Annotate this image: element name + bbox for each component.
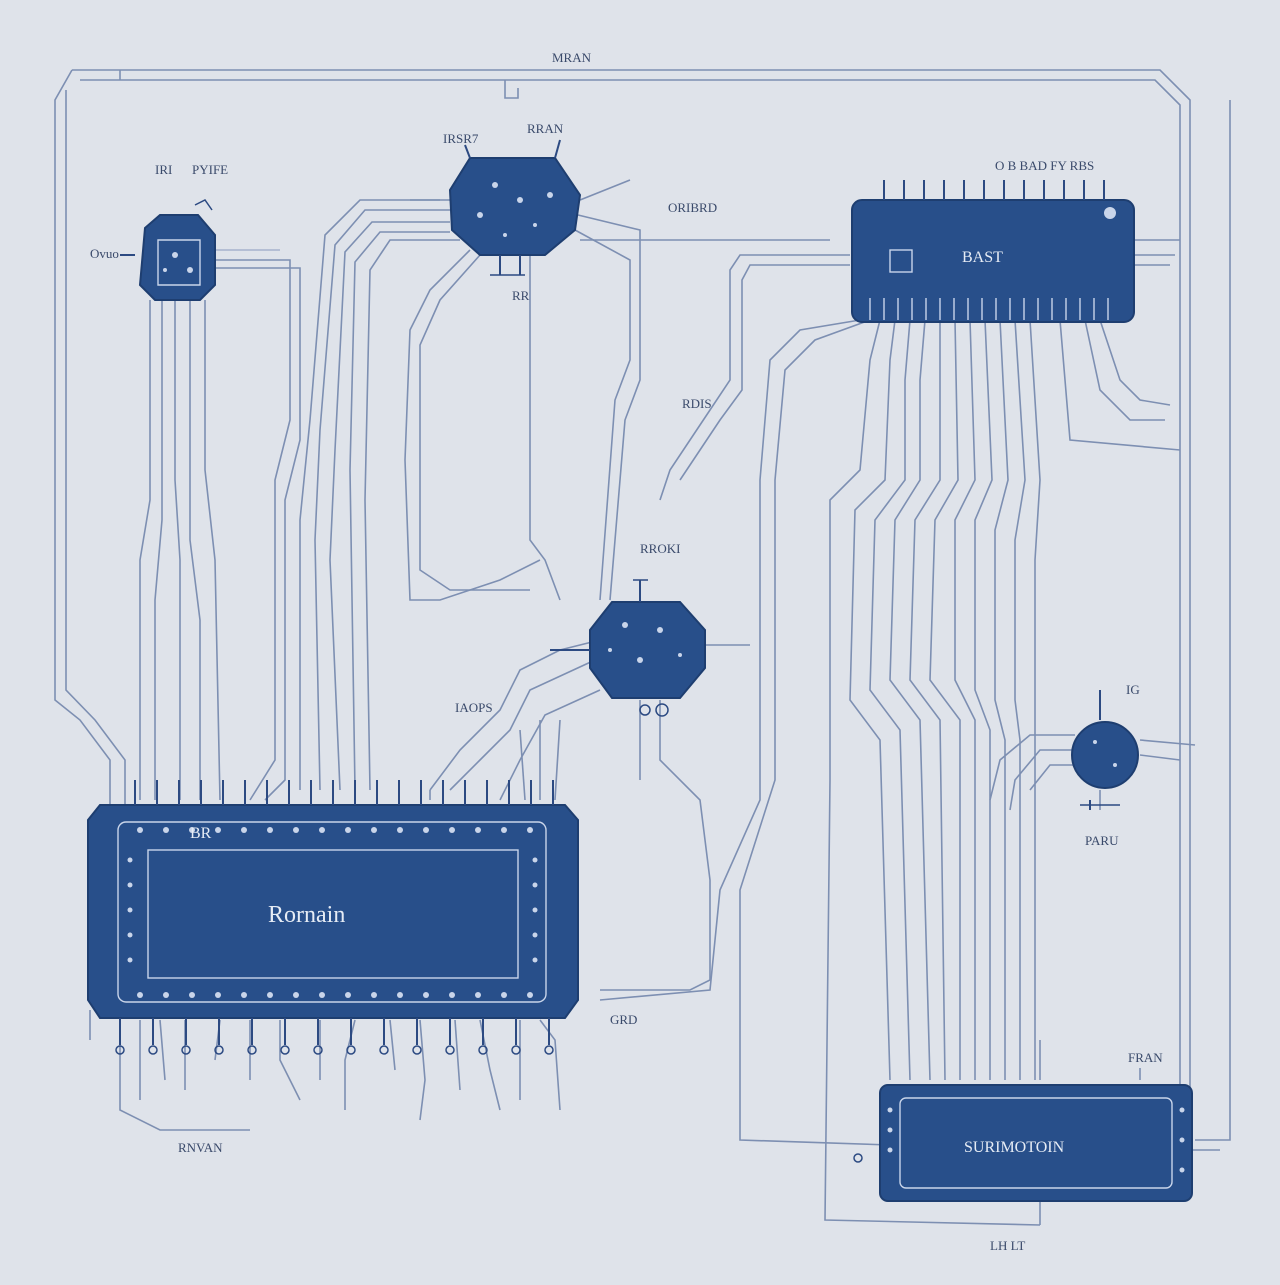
mid-node-wires	[429, 639, 750, 991]
chip-dot	[181, 1045, 191, 1055]
chip-dot	[544, 1045, 554, 1055]
chip-tr-text: BAST	[962, 249, 1003, 266]
chip-dot	[293, 992, 299, 998]
chip-dot	[115, 1045, 125, 1055]
chip-dot	[215, 992, 221, 998]
chip-dot	[423, 992, 429, 998]
chip-dot	[214, 1045, 224, 1055]
chip-dot	[423, 827, 429, 833]
label-bottom-chip: FRAN	[1128, 1050, 1163, 1065]
chip-dot	[371, 827, 377, 833]
chip-dot	[319, 827, 325, 833]
chip-dot	[241, 992, 247, 998]
bottom-chip	[853, 1084, 1193, 1202]
chip-dot	[379, 1045, 389, 1055]
chip-top-right	[851, 180, 1135, 323]
mid-node	[550, 579, 706, 717]
chip-dot	[163, 992, 169, 998]
chip-dot	[215, 827, 221, 833]
label-node-b-left: IRSR7	[443, 131, 479, 146]
chip-dot	[527, 992, 533, 998]
label-node-a-left: IRI	[155, 162, 172, 177]
main-chip-pin-text: BR	[190, 825, 212, 842]
label-left-note: IAOPS	[455, 700, 493, 715]
chip-dot	[189, 992, 195, 998]
node-b	[448, 139, 582, 276]
chip-dot	[501, 992, 507, 998]
chip-dot	[532, 932, 538, 938]
label-node-b-bottom: RR	[512, 288, 530, 303]
main-chip-bottom-wires	[89, 1010, 561, 1131]
label-mid-node: RROKI	[640, 541, 680, 556]
chip-dot	[267, 827, 273, 833]
chip-dot	[280, 1045, 290, 1055]
chip-dot	[527, 827, 533, 833]
main-chip	[87, 780, 579, 1055]
chip-dot	[127, 957, 133, 963]
chip-dot	[137, 827, 143, 833]
chip-dot	[532, 907, 538, 913]
label-node-a-right: PYIFE	[192, 162, 228, 177]
bottom-chip-wires	[1039, 100, 1231, 1225]
chip-dot	[189, 827, 195, 833]
chip-dot	[137, 992, 143, 998]
chip-dot	[345, 992, 351, 998]
chip-dot	[371, 992, 377, 998]
chip-dot	[532, 882, 538, 888]
chip-dot	[127, 907, 133, 913]
chip-dot	[163, 827, 169, 833]
chip-dot	[127, 932, 133, 938]
label-chip-tr-pins: O B BAD FY RBS	[995, 158, 1094, 173]
chip-dot	[412, 1045, 422, 1055]
chip-dot	[241, 827, 247, 833]
label-right-node-bottom: PARU	[1085, 833, 1119, 848]
bottom-chip-text: SURIMOTOIN	[964, 1139, 1065, 1156]
chip-dot	[313, 1045, 323, 1055]
chip-dot	[148, 1045, 158, 1055]
chip-dot	[345, 827, 351, 833]
chip-dot	[445, 1045, 455, 1055]
chip-dot	[346, 1045, 356, 1055]
chip-dot	[319, 992, 325, 998]
chip-dot	[478, 1045, 488, 1055]
node-a	[120, 199, 216, 301]
label-grnd: GRD	[610, 1012, 637, 1027]
chip-dot	[127, 882, 133, 888]
chip-dot	[449, 827, 455, 833]
chip-dot	[532, 857, 538, 863]
main-chip-text: Rornain	[268, 902, 345, 928]
label-bottom-left: RNVAN	[178, 1140, 223, 1155]
chip-dot	[127, 857, 133, 863]
label-node-b-side: ORIBRD	[668, 200, 717, 215]
label-node-b-right: RRAN	[527, 121, 564, 136]
chip-dot	[247, 1045, 257, 1055]
chip-dot	[475, 992, 481, 998]
label-top-center: MRAN	[552, 50, 592, 65]
chip-dot	[475, 827, 481, 833]
node-a-wires	[139, 249, 301, 801]
chip-tr-wires	[599, 239, 1181, 1226]
chip-dot	[397, 827, 403, 833]
chip-dot	[397, 992, 403, 998]
right-node	[1071, 690, 1139, 810]
chip-dot	[267, 992, 273, 998]
chip-dot	[501, 827, 507, 833]
node-b-wires	[299, 179, 830, 791]
chip-dot	[532, 957, 538, 963]
right-node-wires	[989, 700, 1196, 811]
chip-dot	[293, 827, 299, 833]
chip-dot	[449, 992, 455, 998]
chip-dot	[511, 1045, 521, 1055]
label-node-a-side: Ovuo	[90, 246, 119, 261]
label-mid-left: RDIS	[682, 396, 712, 411]
label-right-node-right: IG	[1126, 682, 1140, 697]
label-bottom-right: LH LT	[990, 1238, 1025, 1253]
